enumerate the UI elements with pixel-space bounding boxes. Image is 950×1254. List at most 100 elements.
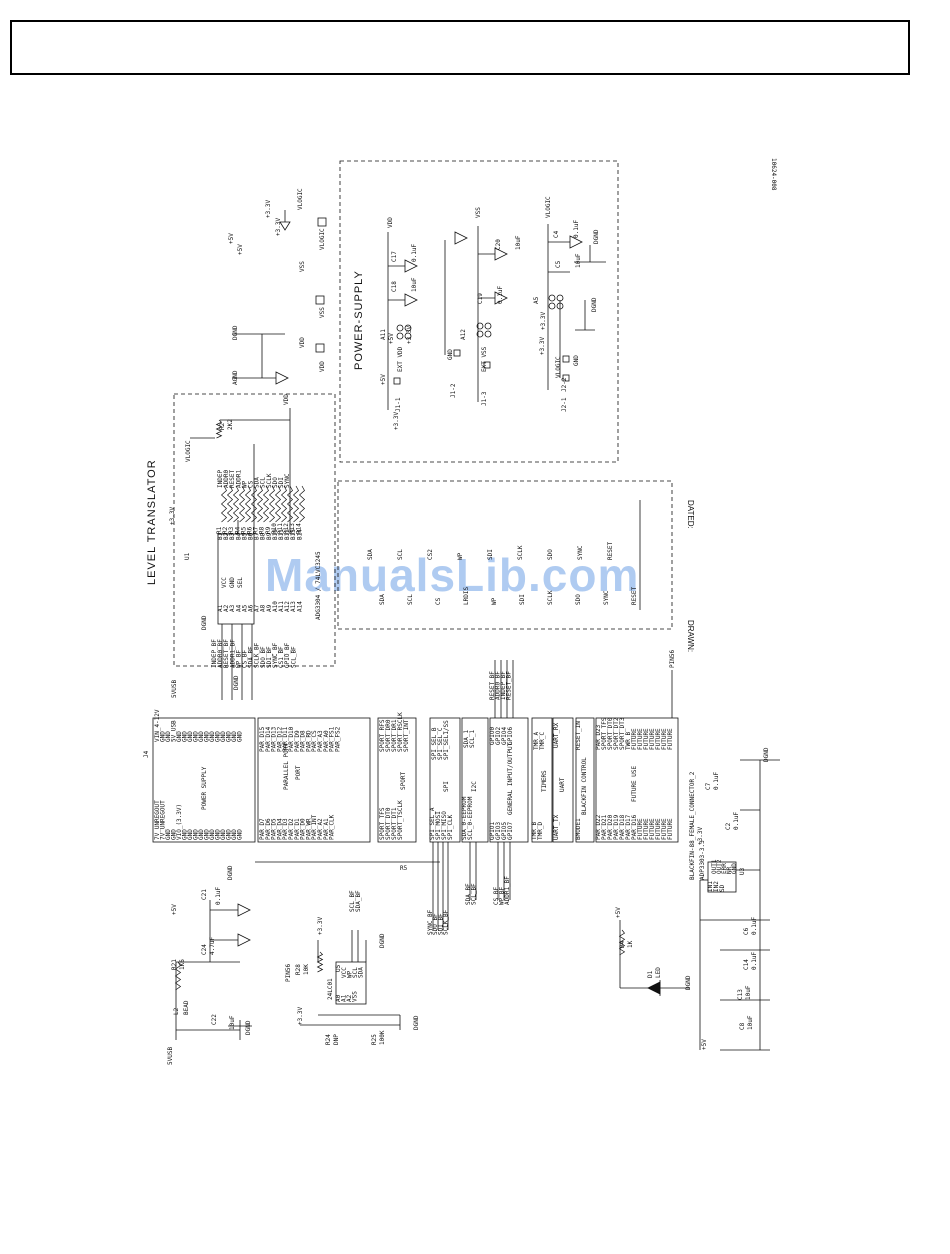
- u1-a-net: SYNC_BF: [272, 642, 279, 668]
- u1-resistor-ref: R5: [240, 526, 247, 534]
- j4-bus-net: SCLK_BF: [443, 909, 450, 935]
- j4-future-pin: FUTURE: [643, 818, 650, 840]
- j4-parallel-pin: PAR_D6: [265, 818, 272, 840]
- u5-pin: WP: [347, 970, 354, 978]
- header-pin: SDA: [367, 549, 374, 560]
- header-net: SDO: [575, 594, 582, 605]
- u3-in-pin: SD: [719, 884, 726, 892]
- j4-future-pin: PAR_D16: [631, 814, 638, 840]
- u1-b-pin: B14: [296, 529, 303, 540]
- u5-dgnd-b: DGND: [413, 1015, 420, 1030]
- pullup-resistor: [215, 419, 223, 439]
- rail-5v: +5V: [228, 233, 235, 244]
- j4-control-pin-r: RESET_IN: [575, 721, 582, 750]
- j4-uart-pin-r: UART_RX: [553, 722, 560, 748]
- j4-power-pin: GND: [204, 829, 211, 840]
- j4-gpio-pin-r: GPIO4: [501, 727, 508, 745]
- rail-agnd: AGND: [232, 370, 239, 385]
- j4-bus-net: SDI_BF: [437, 913, 444, 935]
- rail-vss: VSS: [299, 261, 306, 272]
- j4-gpio-pin-r: GPIO6: [507, 727, 514, 745]
- j4-gpio-pin-r: GPIO0: [489, 727, 496, 745]
- u1-series-resistor: [298, 485, 306, 523]
- power-supply-title: POWER-SUPPLY: [353, 270, 365, 370]
- u1-a-net: SCLK_BF: [254, 642, 261, 668]
- j4-future-pin: PAR_D22: [595, 814, 602, 840]
- u1-series-resistor: [244, 485, 252, 523]
- u1-resistor-ref: R6: [247, 526, 254, 534]
- u1-a-pin: A7: [254, 604, 261, 612]
- j4-spi-pin-r: SPI_SEL1/SS: [443, 720, 450, 760]
- j4-timer-pin-r: TMR_C: [539, 732, 546, 750]
- u5-pin-b: A2: [346, 994, 353, 1002]
- ps-dgnd: DGND: [593, 229, 600, 244]
- j4-parallel-pin-r: PAR_A3: [317, 730, 324, 752]
- j4-parallel-pin: PAR_D0: [300, 818, 307, 840]
- j4-i2c-box: [461, 717, 489, 843]
- u1-a-pin: A2: [223, 604, 230, 612]
- j4-i2c-net: SCL_BF: [471, 883, 478, 905]
- u1-a-pin: A10: [272, 601, 279, 612]
- rail-vdd: VDD: [299, 337, 306, 348]
- u1-resistor-ref: R8: [259, 526, 266, 534]
- u1-resistor-ref: R1: [216, 526, 223, 534]
- j4-parallel-pin: PAR_D1: [294, 818, 301, 840]
- u1-resistor-ref: R11: [277, 523, 284, 534]
- j4-future-pin-r: PAR_D23: [595, 724, 602, 750]
- j4-uart-pin: UART_TX: [553, 814, 560, 840]
- j4-power-pin-r: GND: [226, 731, 233, 742]
- j4-pin56: PIN56: [669, 650, 676, 668]
- u1-a-pin: A5: [241, 604, 248, 612]
- j4-power-pin: GND: [182, 829, 189, 840]
- j4-power-pin: GND: [226, 829, 233, 840]
- u1-a-net: ADDR1_BF: [229, 639, 236, 668]
- r25-ref: R25: [371, 1034, 378, 1045]
- j4-parallel-pin-r: PAR_D12: [276, 726, 283, 752]
- jumper-j1-2: J1-2: [450, 383, 457, 398]
- u1-ref: U1: [184, 552, 191, 560]
- ps-cap-ref: C18: [391, 281, 398, 292]
- j4-gpio-box: [489, 717, 529, 843]
- j4-name: BLACKFIN-88_FEMALE_CONNECTOR_2: [689, 771, 696, 880]
- header-net: SDI: [519, 594, 526, 605]
- j4-gpio-net: CS_BF: [493, 887, 500, 905]
- rail-vlogic-u1: VLOGIC: [185, 440, 192, 462]
- j4-sport-pin: SPORT_DT0: [385, 807, 392, 840]
- u1-resistor-ref: R12: [283, 523, 290, 534]
- j4-timer-pin-r: TMR_A: [533, 732, 540, 750]
- u1-a-net: CS_BF: [242, 650, 249, 668]
- u1-power-pin: SEL: [237, 577, 244, 588]
- j4-spi-pin: SPI_SEL_A: [429, 807, 436, 840]
- u1-a-pin: A4: [235, 604, 242, 612]
- j4-parallel-pin-r: PAR_D8: [300, 730, 307, 752]
- j4-future-pin-r: SPORT_TFS: [601, 717, 608, 750]
- j4-future-pin: PAR_D19: [613, 814, 620, 840]
- j4-spi-pin: SPI_MOSI: [435, 811, 442, 840]
- j4-power-pin-r: GND: [160, 731, 167, 742]
- j4-parallel-pin-r: PAR_D14: [265, 726, 272, 752]
- u5-3v3: +3.3V: [317, 917, 324, 935]
- j4-parallel-pin-r: PAR_FS1: [329, 726, 336, 752]
- j4-future-pin: PAR_D20: [607, 814, 614, 840]
- j4-power-pin: GND: [220, 829, 227, 840]
- j4-gpio-pin-r: GPIO2: [495, 727, 502, 745]
- u1-b-net: SCL: [260, 477, 267, 488]
- j4-dgnd-b: DGND: [227, 865, 234, 880]
- u1-a-net: SDO_BF: [260, 646, 267, 668]
- j4-parallel-pin: PAR_D3: [282, 818, 289, 840]
- j4-gpio-net-r: RESET_BF: [489, 671, 496, 700]
- u1-series-resistor: [280, 485, 288, 523]
- r21-value: 1K6: [179, 959, 186, 970]
- j4-parallel-pin-r: PAR_D13: [271, 726, 278, 752]
- ps-cap-ref: C19: [477, 293, 484, 304]
- j4-group-sport: SPORT: [400, 772, 407, 790]
- j4-group-future: FUTURE USE: [631, 765, 638, 802]
- u3-out-pin: GND: [731, 863, 738, 874]
- j4-future-pin-r: FUTURE: [649, 728, 656, 750]
- ps-ext-vss: EXT VSS: [481, 346, 488, 372]
- u5-pin56: PIN56: [285, 964, 292, 982]
- header-pin: SDI: [487, 549, 494, 560]
- rail-vss-b: VSS: [319, 307, 326, 318]
- reg-cap-ref: C8: [739, 1022, 746, 1030]
